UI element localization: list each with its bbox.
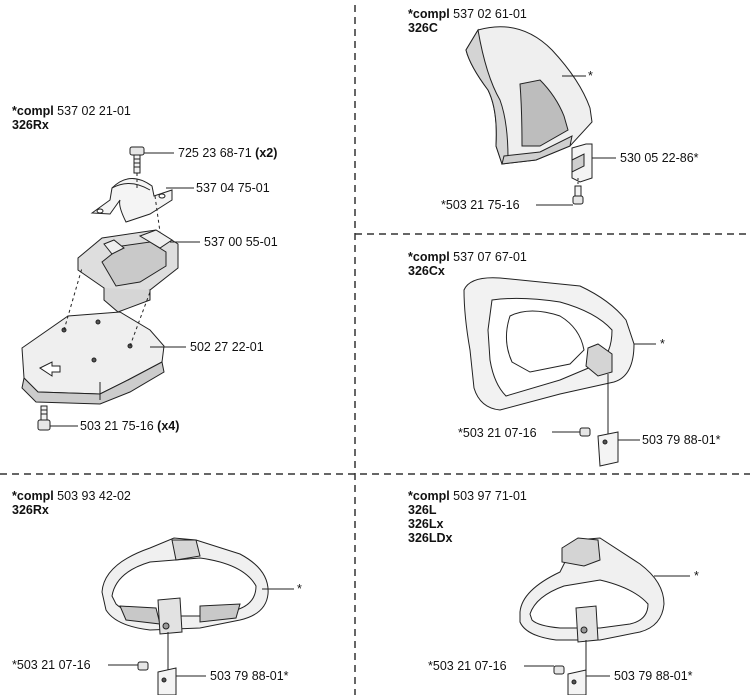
leader-lines-mid-right [552,343,656,441]
compl-number: 537 02 61-01 [453,7,527,21]
compl-number: 503 97 71-01 [453,489,527,503]
guard-326rx-drawing [101,537,269,695]
part-label: 503 79 88-01* [210,669,289,683]
compl-label: *compl [408,489,450,503]
compl-number: 503 93 42-02 [57,489,131,503]
compl-number: 537 02 21-01 [57,104,131,118]
model-name: 326Cx [408,264,445,278]
leader-lines-bottom-right [524,575,690,677]
model-name: 326L [408,503,437,517]
model-name: 326Rx [12,503,49,517]
part-label: 537 00 55-01 [204,235,278,249]
part-label: 503 79 88-01* [642,433,721,447]
guard-326l-drawing [519,537,665,695]
part-label: 503 79 88-01* [614,669,693,683]
model-name: 326Rx [12,118,49,132]
model-name: 326C [408,21,438,35]
panel-top-left-header: *compl 537 02 21-01 326Rx [12,104,131,132]
panel-bottom-right-header: *compl 503 97 71-01 326L 326Lx 326LDx [408,489,527,545]
model-name: 326LDx [408,531,453,545]
part-label: 537 04 75-01 [196,181,270,195]
compl-label: *compl [408,250,450,264]
panel-bottom-left-header: *compl 503 93 42-02 326Rx [12,489,131,517]
leader-lines-top-left [50,152,200,427]
trimmer-guard-exploded-drawing [21,146,179,431]
part-label: 530 05 22-86* [620,151,699,165]
part-label: 725 23 68-71 (x2) [178,146,278,160]
compl-label: *compl [12,489,54,503]
compl-label: *compl [12,104,54,118]
model-name: 326Lx [408,517,444,531]
leader-lines-bottom-left [108,588,294,677]
part-label: *503 21 07-16 [12,658,91,672]
leader-lines-top-right [536,75,616,206]
compl-label: *compl [408,7,450,21]
asterisk-label: * [660,337,665,351]
asterisk-label: * [297,582,302,596]
part-label: 503 21 75-16 (x4) [80,419,180,433]
part-label: *503 21 07-16 [428,659,507,673]
part-label: *503 21 07-16 [458,426,537,440]
panel-dividers [0,5,750,695]
guard-326cx-drawing [463,277,635,467]
part-label: *503 21 75-16 [441,198,520,212]
compl-number: 537 07 67-01 [453,250,527,264]
asterisk-label: * [588,69,593,83]
part-label: 502 27 22-01 [190,340,264,354]
panel-top-right-header: *compl 537 02 61-01 326C [408,7,527,35]
asterisk-label: * [694,569,699,583]
panel-mid-right-header: *compl 537 07 67-01 326Cx [408,250,527,278]
guard-326c-drawing [465,26,593,205]
